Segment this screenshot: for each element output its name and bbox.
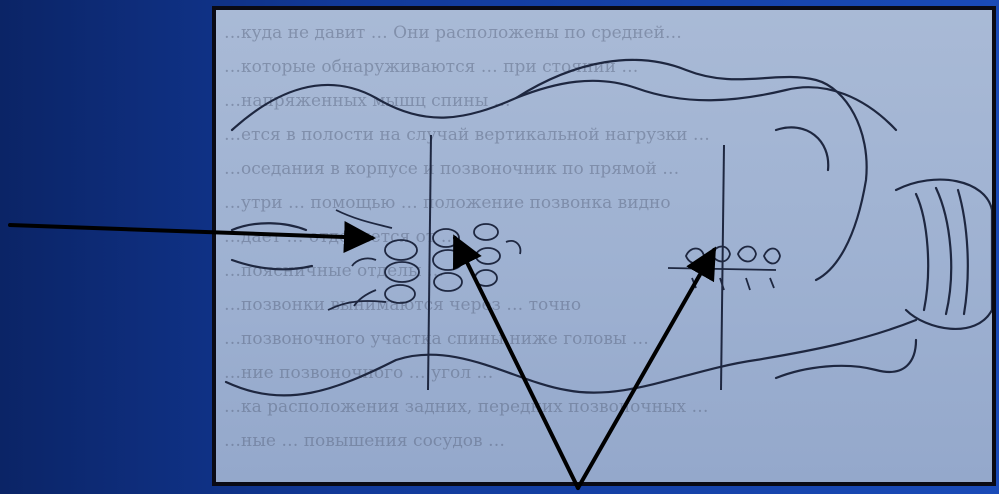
bleed-through-text-line: …позвонки вынимаются через … точно xyxy=(224,295,581,315)
bleed-through-text-line: …куда не давит … Они расположены по сред… xyxy=(224,23,682,43)
bleed-through-text-line: …позвоночного участка спины ниже головы … xyxy=(224,329,649,349)
anatomy-illustration-photo: …куда не давит … Они расположены по сред… xyxy=(212,6,996,486)
bleed-through-text-line: …которые обнаруживаются … при стоянии … xyxy=(224,57,638,77)
hand-outline xyxy=(776,340,916,378)
head-outline xyxy=(896,180,992,329)
right-vertical-line xyxy=(721,145,724,390)
anatomy-drawing: …куда не давит … Они расположены по сред… xyxy=(216,10,992,482)
bleed-through-text-line: …ется в полости на случай вертикальной н… xyxy=(224,125,710,145)
bleed-through-text-line: …ние позвоночного … угол … xyxy=(224,363,493,383)
bleed-through-text-line: …утри … помощью … положение позвонка вид… xyxy=(224,193,671,213)
bleed-through-text-line: …оседания в корпусе и позвоночник по пря… xyxy=(224,159,679,179)
bleed-through-text-line: …ные … повышения сосудов … xyxy=(224,431,505,451)
bleed-through-text-line: …дает … отделяется от … xyxy=(224,227,458,247)
bleed-through-text-line: …ка расположения задних, передних позвон… xyxy=(224,397,708,417)
head-hair xyxy=(916,188,968,314)
thoracic-spine-segments xyxy=(668,247,780,291)
